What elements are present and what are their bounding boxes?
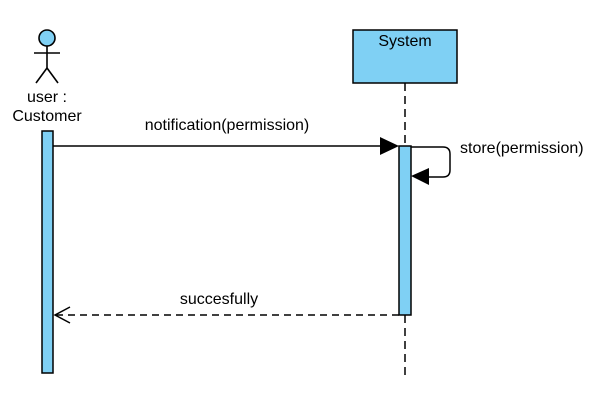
self-call-arrow-path: [411, 146, 451, 178]
reply-arrowhead-icon: [53, 306, 71, 324]
system-label: System: [378, 33, 431, 50]
request-message-label: notification(permission): [145, 117, 310, 134]
actor-stick-figure-icon: [34, 29, 60, 84]
actor-left-leg: [35, 67, 48, 84]
actor-label-line1: user :: [27, 89, 67, 106]
reply-message-label: succesfully: [180, 291, 258, 308]
request-arrowhead-icon: [380, 137, 399, 155]
self-call-arrowhead-icon: [411, 168, 429, 185]
actor-activation-bar: [41, 130, 54, 374]
system-box: [352, 29, 458, 84]
actor-right-leg: [46, 67, 59, 84]
self-call-label: store(permission): [460, 140, 584, 157]
actor-head: [38, 29, 56, 47]
actor-label-line2: Customer: [12, 108, 82, 125]
system-activation-bar: [398, 145, 412, 316]
